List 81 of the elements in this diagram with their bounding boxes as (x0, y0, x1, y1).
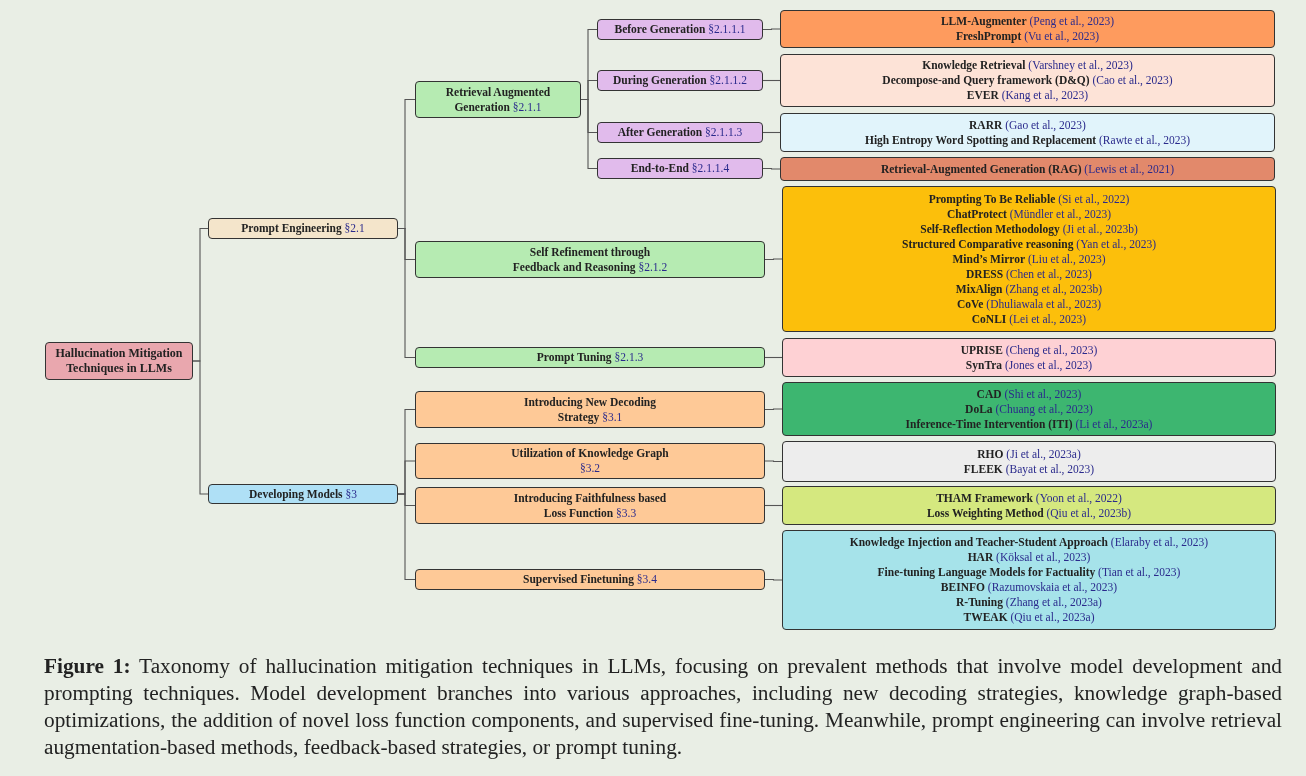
category-label: Before Generation §2.1.1.1 (614, 22, 746, 37)
connector-line (762, 167, 781, 170)
method-citation: Fine-tuning Language Models for Factuality (Tian et al., 2023) (877, 565, 1181, 580)
method-citation: Mind’s Mirror (Liu et al., 2023) (952, 251, 1106, 267)
category-box (597, 122, 763, 143)
method-citation: FLEEK (Bayat et al., 2023) (963, 461, 1095, 477)
connector-line (762, 28, 781, 31)
method-citation: Self-Reflection Methodology (Ji et al., 2023b) (920, 221, 1138, 237)
method-citation: Structured Comparative reasoning (Yan et al., 2023) (902, 236, 1156, 252)
method-citation: Decompose-and Query framework (D&Q) (Cao et al., 2023) (882, 73, 1173, 88)
connector-line (192, 360, 209, 495)
method-list-box (782, 441, 1276, 482)
category-box (415, 391, 765, 428)
category-box (415, 487, 765, 524)
category-label: Supervised Finetuning §3.4 (523, 572, 657, 587)
connector-line (764, 460, 783, 463)
connector-line (580, 98, 598, 170)
connector-line (397, 227, 416, 359)
method-citation: HAR (Köksal et al., 2023) (967, 550, 1091, 565)
method-citation: THAM Framework (Yoon et al., 2022) (936, 490, 1122, 506)
method-list-box (780, 157, 1275, 181)
category-label: Introducing Faithfulness based Loss Function §3.3 (512, 490, 668, 521)
method-list-box (782, 338, 1276, 377)
method-citation: CoNLI (Lei et al., 2023) (971, 311, 1087, 327)
category-label: During Generation §2.1.1.2 (613, 73, 747, 88)
method-citation: DoLa (Chuang et al., 2023) (965, 401, 1093, 417)
category-box (597, 19, 763, 40)
category-label: Prompt Engineering §2.1 (241, 221, 365, 236)
method-citation: Knowledge Retrieval (Varshney et al., 2023) (922, 58, 1133, 73)
category-box (597, 70, 763, 91)
category-label: End-to-End §2.1.1.4 (630, 161, 730, 176)
category-box (208, 484, 398, 504)
method-citation: UPRISE (Cheng et al., 2023) (960, 342, 1098, 358)
method-list-box (782, 530, 1276, 630)
root-title: Hallucination Mitigation Techniques in LLMs (54, 346, 184, 376)
category-label: Introducing New Decoding Strategy §3.1 (522, 394, 658, 425)
category-label: Developing Models §3 (249, 486, 357, 502)
method-citation: FreshPrompt (Vu et al., 2023) (955, 29, 1100, 44)
method-list-box (780, 113, 1275, 152)
method-citation: MixAlign (Zhang et al., 2023b) (955, 281, 1103, 297)
category-box (415, 81, 581, 118)
category-box (415, 347, 765, 368)
category-label: Prompt Tuning §2.1.3 (536, 350, 644, 365)
connector-line (397, 493, 416, 581)
method-citation: TWEAK (Qiu et al., 2023a) (963, 610, 1095, 625)
method-citation: RHO (Ji et al., 2023a) (977, 446, 1081, 462)
method-citation: Retrieval-Augmented Generation (RAG) (Lewis et al., 2021) (880, 161, 1175, 177)
method-citation: Loss Weighting Method (Qiu et al., 2023b) (926, 505, 1132, 521)
method-citation: LLM-Augmenter (Peng et al., 2023) (940, 14, 1115, 29)
connector-line (764, 408, 783, 411)
category-box (597, 158, 763, 179)
method-citation: CoVe (Dhuliawala et al., 2023) (957, 296, 1101, 312)
method-citation: Knowledge Injection and Teacher-Student Approach (Elaraby et al., 2023) (849, 535, 1209, 550)
category-box (415, 241, 765, 278)
method-citation: Prompting To Be Reliable (Si et al., 2022) (928, 191, 1130, 207)
root-box (45, 342, 193, 380)
method-list-box (782, 382, 1276, 436)
category-label: After Generation §2.1.1.3 (617, 125, 743, 140)
connector-line (764, 258, 783, 261)
method-citation: CAD (Shi et al., 2023) (976, 386, 1082, 402)
method-citation: RARR (Gao et al., 2023) (969, 117, 1086, 133)
category-box (415, 569, 765, 590)
method-citation: SynTra (Jones et al., 2023) (965, 357, 1093, 373)
connector-line (764, 578, 783, 581)
method-citation: BEINFO (Razumovskaia et al., 2023) (940, 580, 1118, 595)
method-list-box (782, 486, 1276, 525)
category-label: Self Refinement through Feedback and Reasoning §2.1.2 (511, 244, 669, 275)
method-citation: High Entropy Word Spotting and Replacement (Rawte et al., 2023) (864, 132, 1191, 148)
category-box (208, 218, 398, 239)
method-list-box (780, 54, 1275, 107)
category-label: Retrieval Augmented Generation §2.1.1 (444, 84, 552, 115)
method-citation: ChatProtect (Mündler et al., 2023) (947, 206, 1111, 222)
method-citation: EVER (Kang et al., 2023) (966, 88, 1089, 103)
method-citation: DRESS (Chen et al., 2023) (966, 266, 1092, 282)
figure-caption: Figure 1: Taxonomy of hallucination mitigation techniques in LLMs, focusing on prevalent methods that involve model development and prompting techniques. Model development branches into various approaches, including new decoding strategies, knowledge graph-based optimizations, the addition of novel loss function components, and supervised fine-tuning. Meanwhile, prompt engineering can involve retrieval augmentation-based methods, feedback-based strategies, or prompt tuning. (44, 653, 1282, 761)
method-list-box (780, 10, 1275, 48)
category-label: Utilization of Knowledge Graph §3.2 (510, 446, 670, 476)
category-box (415, 443, 765, 479)
method-citation: Inference-Time Intervention (ITI) (Li et al., 2023a) (905, 416, 1153, 432)
method-citation: R-Tuning (Zhang et al., 2023a) (956, 595, 1102, 610)
method-list-box (782, 186, 1276, 332)
